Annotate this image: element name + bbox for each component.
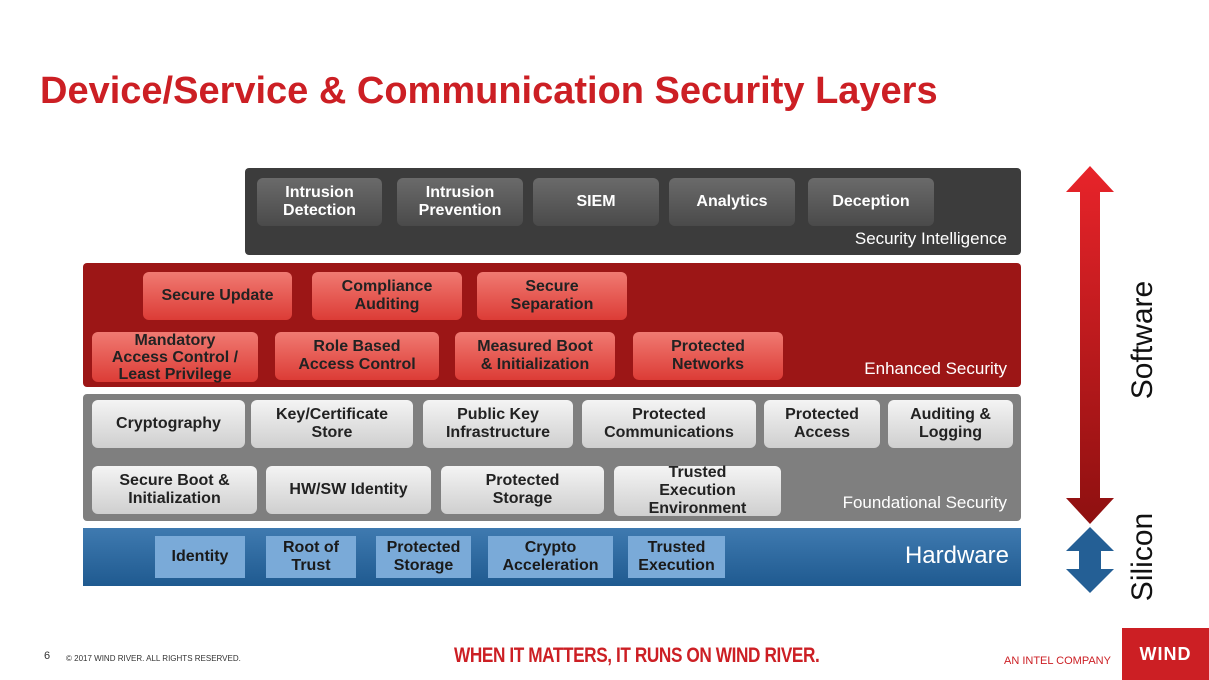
hardware-label: Hardware (904, 542, 1009, 569)
hw-trusted-execution-box: Trusted Execution (628, 536, 725, 578)
hw-sw-identity-box: HW/SW Identity (266, 466, 431, 514)
security-intelligence-layer: Intrusion Detection Intrusion Prevention… (245, 168, 1021, 255)
software-label: Software (1126, 280, 1159, 400)
intrusion-detection-box: Intrusion Detection (257, 178, 382, 226)
auditing-logging-box: Auditing & Logging (888, 400, 1013, 448)
protected-access-box: Protected Access (764, 400, 880, 448)
protected-storage-box: Protected Storage (441, 466, 604, 514)
security-intelligence-label: Security Intelligence (854, 229, 1007, 248)
intrusion-prevention-box: Intrusion Prevention (397, 178, 523, 226)
enhanced-security-label: Enhanced Security (864, 359, 1007, 378)
hw-root-of-trust-box: Root of Trust (266, 536, 356, 578)
protected-networks-box: Protected Networks (633, 332, 783, 380)
silicon-double-arrow-icon (1066, 527, 1114, 593)
tagline: WHEN IT MATTERS, IT RUNS ON WIND RIVER. (454, 644, 820, 667)
role-based-access-control-box: Role Based Access Control (275, 332, 439, 380)
compliance-auditing-box: Compliance Auditing (312, 272, 462, 320)
public-key-infrastructure-box: Public Key Infrastructure (423, 400, 573, 448)
wind-river-logo: WIND (1122, 628, 1209, 680)
page-number: 6 (44, 650, 51, 662)
hw-crypto-acceleration-box: Crypto Acceleration (488, 536, 613, 578)
trusted-execution-environment-box: Trusted Execution Environment (614, 464, 781, 517)
foundational-security-layer: Cryptography Key/Certificate Store Publi… (83, 394, 1021, 521)
enhanced-security-layer: Secure Update Compliance Auditing Secure… (83, 263, 1021, 387)
silicon-label: Silicon (1126, 512, 1159, 602)
siem-box: SIEM (533, 178, 659, 226)
mandatory-access-control-box: Mandatory Access Control / Least Privile… (92, 332, 258, 383)
secure-update-box: Secure Update (143, 272, 292, 320)
slide-title: Device/Service & Communication Security … (40, 70, 938, 112)
measured-boot-box: Measured Boot & Initialization (455, 332, 615, 380)
hw-protected-storage-box: Protected Storage (376, 536, 471, 578)
copyright-text: © 2017 WIND RIVER. ALL RIGHTS RESERVED. (66, 654, 241, 663)
analytics-box: Analytics (669, 178, 795, 226)
secure-separation-box: Secure Separation (477, 272, 627, 320)
logo-text: WIND (1139, 643, 1192, 664)
software-double-arrow-icon (1066, 166, 1114, 524)
intel-company-text: AN INTEL COMPANY (1004, 655, 1111, 667)
hw-identity-box: Identity (155, 536, 245, 578)
protected-communications-box: Protected Communications (582, 400, 756, 448)
key-certificate-store-box: Key/Certificate Store (251, 400, 413, 448)
secure-boot-box: Secure Boot & Initialization (92, 466, 257, 514)
hardware-layer: Identity Root of Trust Protected Storage… (83, 528, 1021, 586)
foundational-security-label: Foundational Security (842, 493, 1007, 512)
cryptography-box: Cryptography (92, 400, 245, 448)
deception-box: Deception (808, 178, 934, 226)
